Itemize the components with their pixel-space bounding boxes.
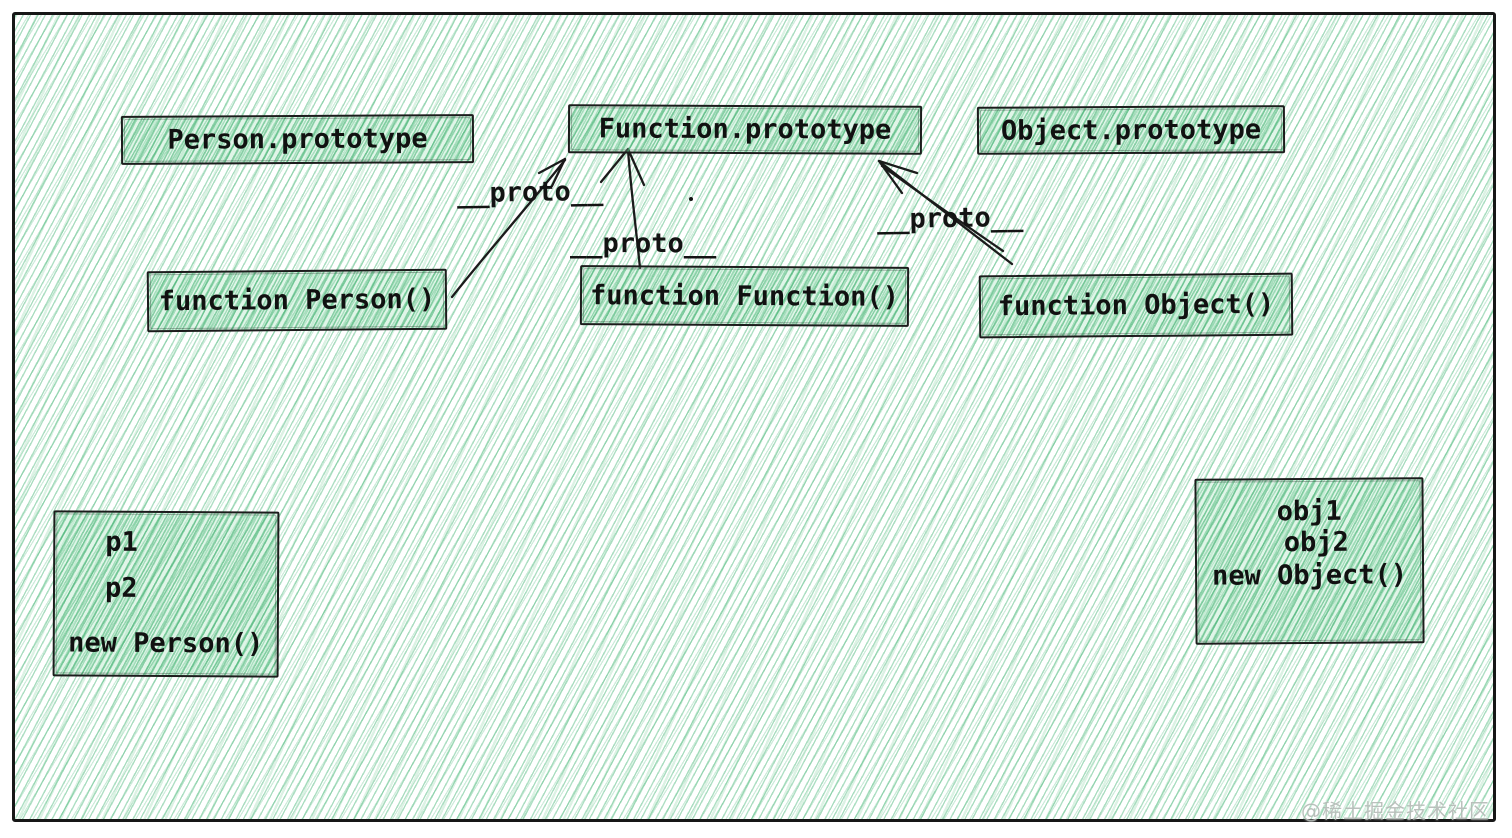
- edge-label-function-proto: __proto__: [570, 228, 717, 259]
- ink-dot: [689, 197, 693, 201]
- watermark: @稀土掘金技术社区: [1301, 799, 1490, 823]
- node-function-object: function Object(): [978, 272, 1294, 339]
- node-function-person: function Person(): [146, 268, 448, 333]
- node-object-prototype: Object.prototype: [976, 105, 1286, 155]
- node-label: function Object(): [997, 288, 1275, 323]
- instance-label: p2: [104, 572, 138, 604]
- instance-label: new Object(): [1211, 559, 1408, 592]
- node-object-instances: obj1 obj2 new Object(): [1194, 477, 1425, 645]
- node-label: function Person(): [158, 283, 436, 318]
- node-label: Function.prototype: [598, 113, 892, 146]
- instance-label: p1: [105, 526, 138, 558]
- node-person-prototype: Person.prototype: [120, 114, 475, 165]
- node-label: function Function(): [589, 279, 900, 313]
- node-function-function: function Function(): [579, 265, 910, 327]
- edge-label-object-proto: __proto__: [876, 201, 1024, 236]
- node-function-prototype: Function.prototype: [567, 104, 923, 155]
- edge-label-person-proto: __proto__: [456, 175, 604, 210]
- node-label: Person.prototype: [167, 123, 428, 156]
- arrow-function-to-function-prototype: [599, 147, 646, 270]
- node-person-instances: p1 p2 new Person(): [52, 510, 280, 678]
- instance-label: obj1: [1276, 495, 1342, 528]
- instance-label: obj2: [1283, 526, 1349, 559]
- node-label: Object.prototype: [1000, 113, 1262, 147]
- instance-label: new Person(): [68, 627, 264, 660]
- arrow-object-to-function-prototype: [877, 159, 1014, 266]
- arrow-person-to-function-prototype: [450, 157, 567, 299]
